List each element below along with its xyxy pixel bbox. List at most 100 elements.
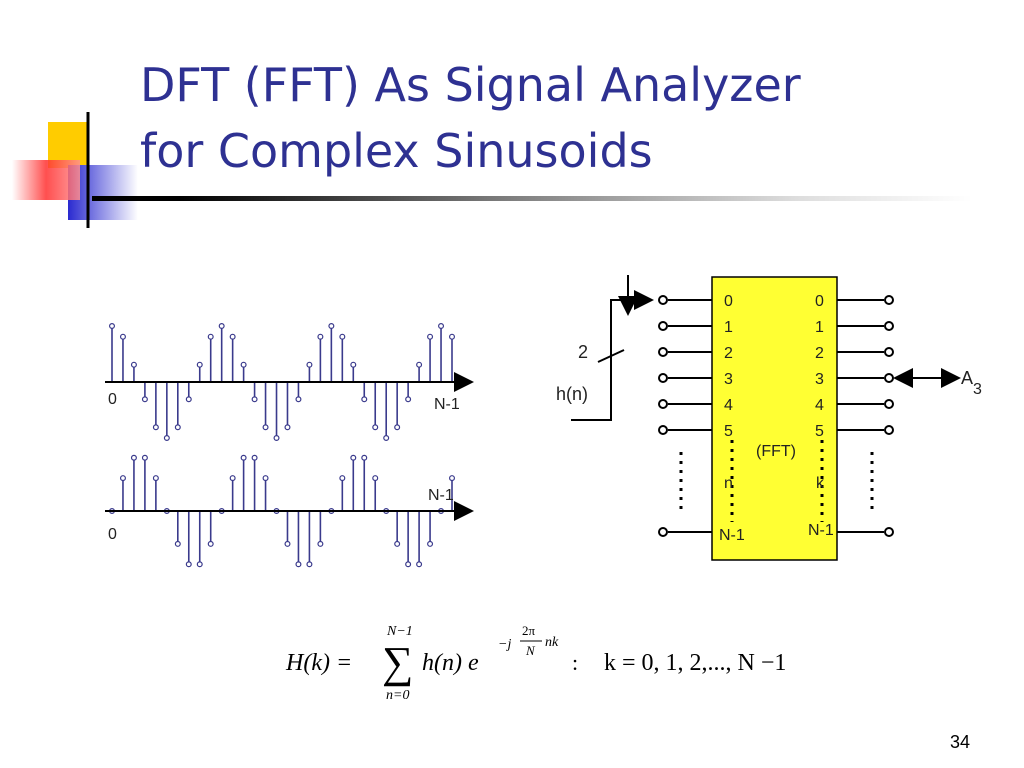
input-port-label-5: 5 [724,423,733,440]
input-signal-label: h(n) [556,384,588,404]
sample-dot-2-31 [449,475,456,482]
signal-start-label-1: 0 [108,391,117,408]
sample-dot-2-14 [262,475,269,482]
formula-exp-suffix: nk [545,635,559,650]
sample-dot-2-2 [130,454,137,461]
sample-dot-1-27 [405,396,412,403]
sample-dot-1-23 [361,396,368,403]
title-line-2: for Complex Sinusoids [140,124,653,178]
output-port-label-0: 0 [815,293,824,310]
output-port-node-5 [884,425,894,435]
sample-dot-2-24 [372,475,379,482]
input-port-last-node [658,527,668,537]
output-last-label: N-1 [808,522,834,539]
sample-dot-1-15 [273,435,280,442]
sample-dot-1-29 [427,333,434,340]
sample-dot-1-21 [339,333,346,340]
formula-sum-top: N−1 [386,624,413,639]
sample-dot-1-2 [130,361,137,368]
sample-dot-2-18 [306,561,313,568]
output-port-node-3 [884,373,894,383]
signal-end-label-1: N-1 [434,396,460,413]
corner-decoration [12,112,138,228]
sample-dot-1-31 [449,333,456,340]
input-port-label-0: 0 [724,293,733,310]
sample-dot-1-16 [284,424,291,431]
sample-dot-1-5 [163,435,170,442]
sample-dot-2-21 [339,475,346,482]
output-port-label-1: 1 [815,319,824,336]
signal-plot-1: 0 N-1 [105,323,474,442]
sample-dot-1-26 [394,424,401,431]
sample-dot-1-7 [185,396,192,403]
bus-slash [597,349,625,363]
formula-sum-sign: ∑ [382,638,413,687]
output-port-last-node [884,527,894,537]
sample-dot-2-29 [427,540,434,547]
input-index-label: 2 [578,342,588,362]
sample-dot-2-3 [141,454,148,461]
dft-formula: H(k) = N−1 ∑ n=0 h(n) e −j 2π N nk : k =… [285,623,786,703]
output-port-label-5: 5 [815,423,824,440]
output-port-label-4: 4 [815,397,824,414]
output-generic-label: k [816,475,825,492]
output-port-node-0 [884,295,894,305]
sample-dot-1-18 [306,361,313,368]
sample-dot-2-26 [394,540,401,547]
sample-dot-1-17 [295,396,302,403]
title-underline [92,196,972,201]
sample-dot-1-11 [229,333,236,340]
output-port-node-4 [884,399,894,409]
sample-dot-1-1 [119,333,126,340]
sample-dot-2-13 [251,454,258,461]
formula-sum-bottom: n=0 [386,688,409,703]
sample-dot-1-10 [218,323,225,330]
sample-dot-1-9 [207,333,214,340]
output-label-sub: 3 [973,381,982,398]
sample-dot-2-27 [405,561,412,568]
input-port-node-1 [658,321,668,331]
sample-dot-2-6 [174,540,181,547]
sample-dot-1-6 [174,424,181,431]
sample-dot-2-23 [361,454,368,461]
formula-range: k = 0, 1, 2,..., N −1 [604,650,786,676]
output-port-node-1 [884,321,894,331]
fft-label: (FFT) [756,443,796,460]
input-port-node-2 [658,347,668,357]
input-port-node-3 [658,373,668,383]
sample-dot-1-12 [240,361,247,368]
sample-dot-1-25 [383,435,390,442]
sample-dot-1-4 [152,424,159,431]
output-port-label-3: 3 [815,371,824,388]
input-port-label-1: 1 [724,319,733,336]
sample-dot-1-24 [372,424,379,431]
signal-stems-2 [108,454,456,568]
sample-dot-2-16 [284,540,291,547]
signal-plot-2: 0 N-1 [105,454,474,568]
sample-dot-2-7 [185,561,192,568]
sample-dot-1-0 [108,323,115,330]
formula-exp-num: 2π [522,623,536,638]
sample-dot-2-4 [152,475,159,482]
formula-colon: : [572,650,578,675]
sample-dot-2-1 [119,475,126,482]
output-port-node-2 [884,347,894,357]
sample-dot-2-8 [196,561,203,568]
title-line-1: DFT (FFT) As Signal Analyzer [140,58,801,112]
sample-dot-2-11 [229,475,236,482]
sample-dot-2-9 [207,540,214,547]
output-label-main: A [961,368,973,388]
input-port-label-3: 3 [724,371,733,388]
sample-dot-1-13 [251,396,258,403]
sample-dot-2-28 [416,561,423,568]
sample-dot-2-22 [350,454,357,461]
sample-dot-1-22 [350,361,357,368]
input-port-label-4: 4 [724,397,733,414]
sample-dot-1-28 [416,361,423,368]
sample-dot-1-8 [196,361,203,368]
formula-term: h(n) e [422,650,479,676]
